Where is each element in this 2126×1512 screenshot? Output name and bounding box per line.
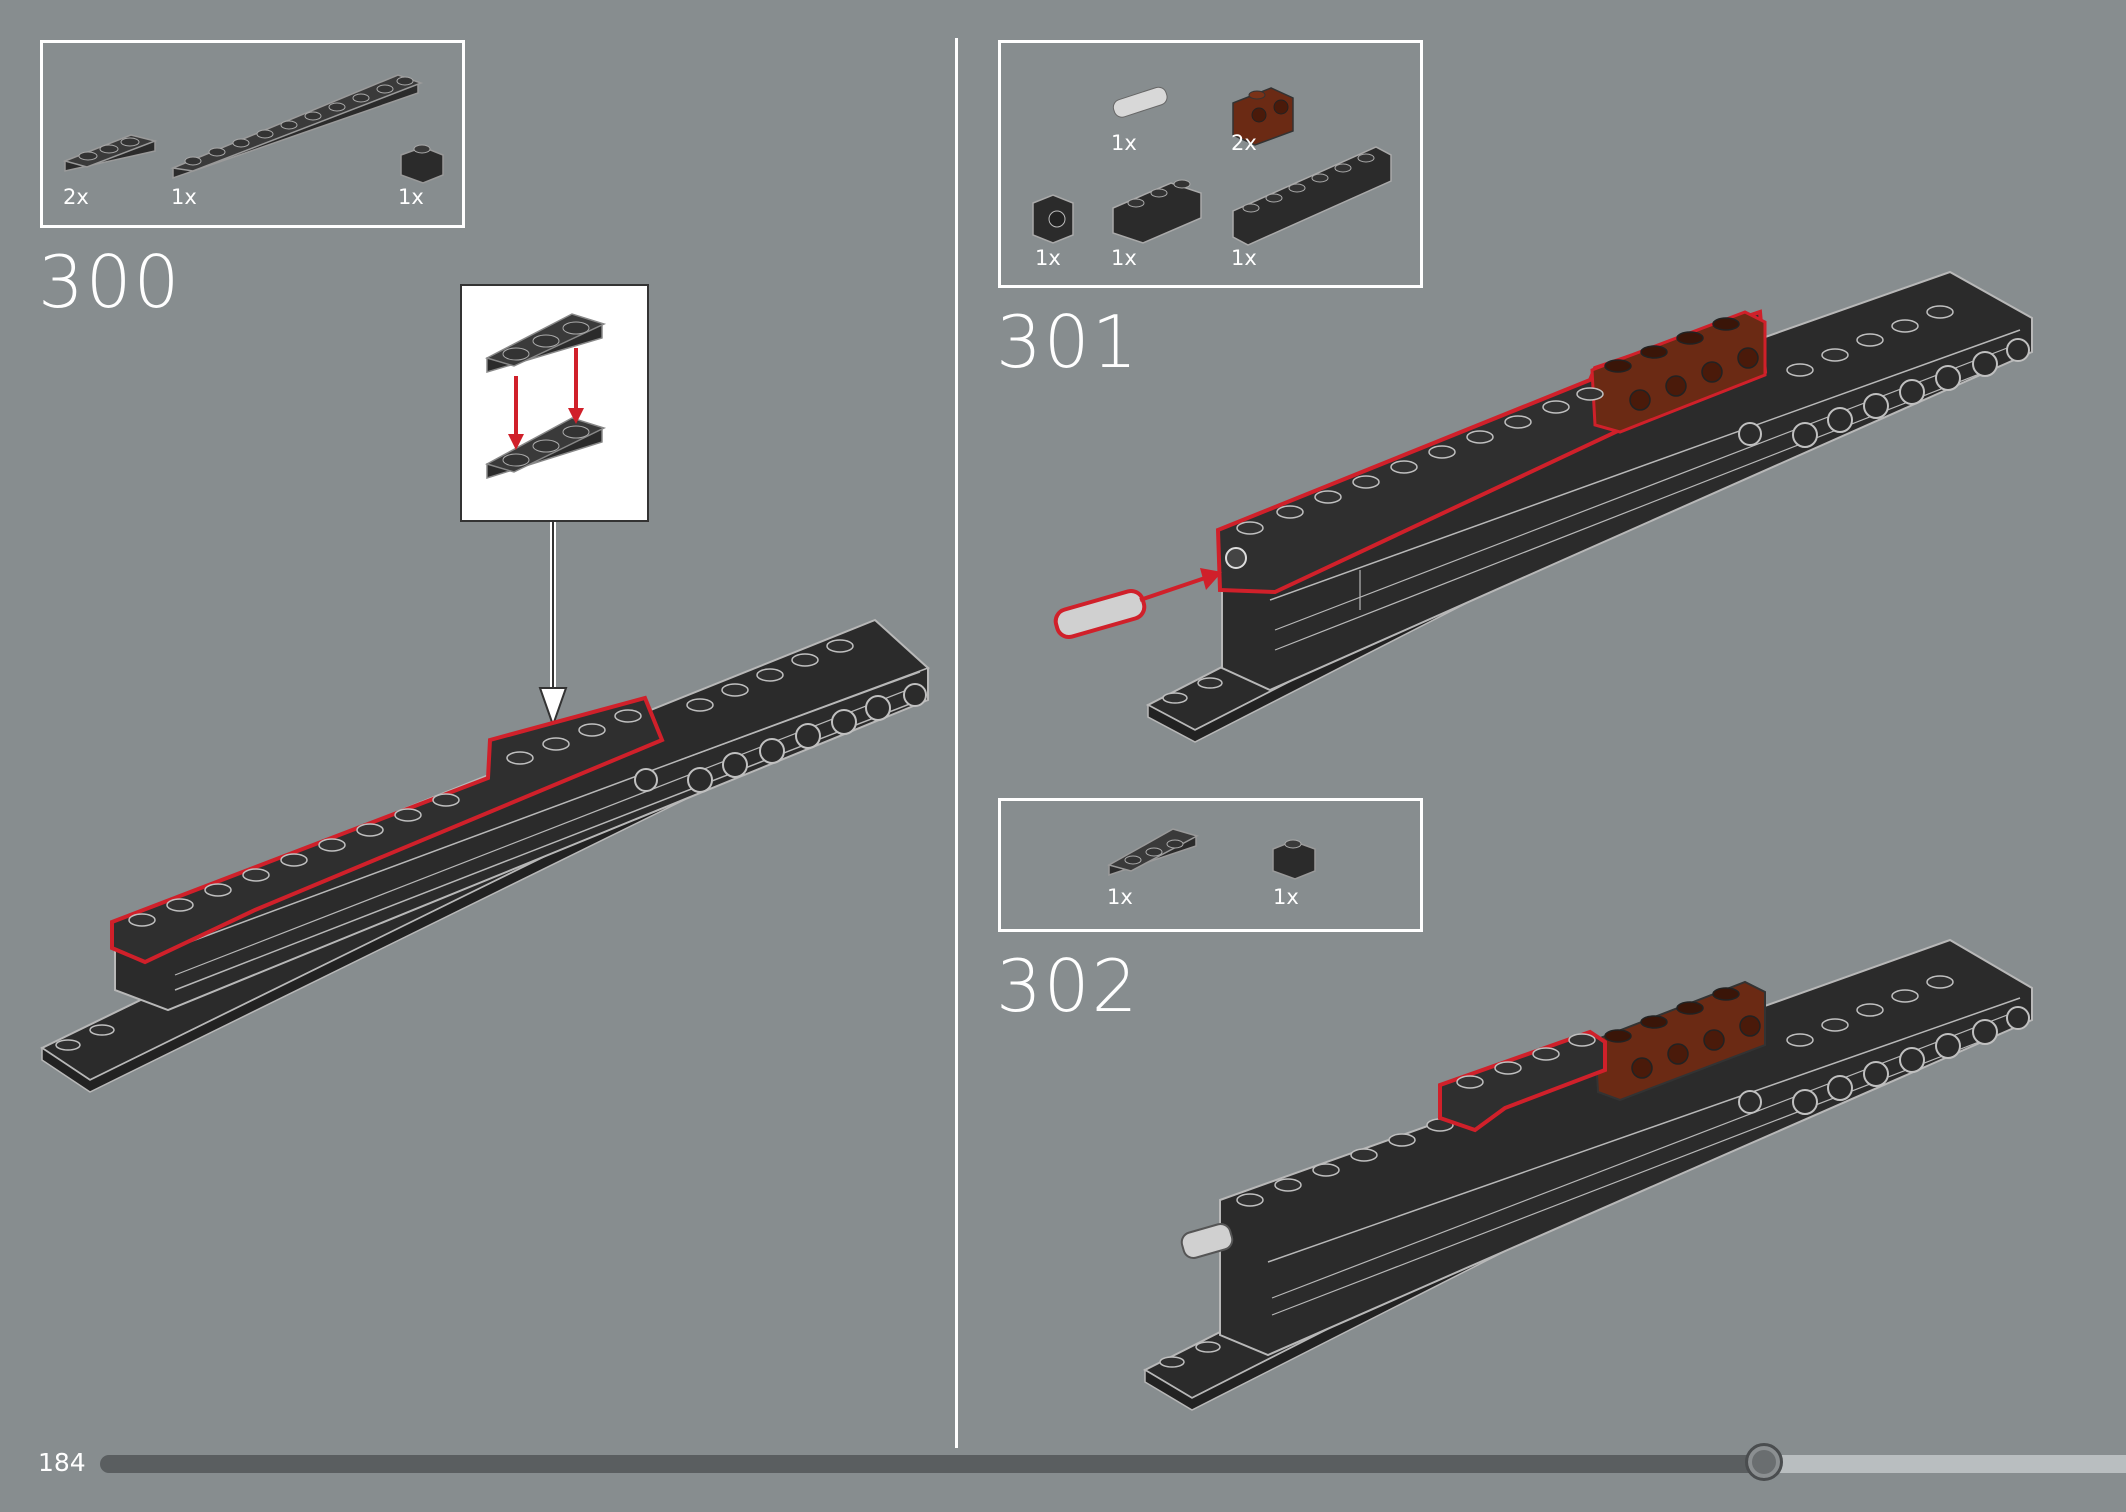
brick-1x3-dark-gray-icon bbox=[1112, 179, 1202, 244]
part-qty-301-2: 2x bbox=[1231, 131, 1257, 155]
step-number-300: 300 bbox=[38, 240, 182, 324]
progress-fill bbox=[100, 1455, 1763, 1473]
sub-assembly-art bbox=[485, 313, 607, 480]
parts-callout-301-art bbox=[1032, 86, 1392, 246]
part-qty-302-2: 1x bbox=[1273, 885, 1299, 909]
page-divider bbox=[955, 38, 958, 1448]
step-300-model bbox=[39, 522, 931, 1093]
plate-1x3-dark-gray-icon bbox=[62, 134, 158, 172]
progress-thumb[interactable] bbox=[1745, 1443, 1783, 1481]
parts-callout-300-art bbox=[62, 74, 444, 184]
parts-callout-302: 1x 1x bbox=[998, 798, 1423, 932]
brick-1x1-hole-dark-gray-icon bbox=[1032, 194, 1074, 244]
brick-1x1-dark-gray-icon bbox=[1272, 839, 1316, 880]
brick-1x2-studs-side-reddish-brown-icon bbox=[1232, 87, 1294, 146]
part-qty-301-3: 1x bbox=[1035, 246, 1061, 270]
page-number: 184 bbox=[38, 1448, 86, 1477]
step-number-302: 302 bbox=[996, 944, 1140, 1028]
brick-1x6-dark-gray-icon bbox=[1232, 146, 1392, 246]
technic-pin-light-gray-icon bbox=[1112, 86, 1168, 118]
step-number-301: 301 bbox=[996, 300, 1140, 384]
parts-callout-300: 2x 1x 1x bbox=[40, 40, 465, 228]
part-qty-301-1: 1x bbox=[1111, 131, 1137, 155]
parts-callout-302-art bbox=[1107, 828, 1316, 880]
part-qty-300-2: 1x bbox=[171, 185, 197, 209]
part-qty-302-1: 1x bbox=[1107, 885, 1133, 909]
parts-callout-301: 1x 2x 1x 1x 1x bbox=[998, 40, 1423, 288]
part-qty-300-3: 1x bbox=[398, 185, 424, 209]
part-qty-301-4: 1x bbox=[1111, 246, 1137, 270]
sub-assembly-callout bbox=[460, 284, 649, 522]
part-qty-300-1: 2x bbox=[63, 185, 89, 209]
progress-remaining bbox=[1763, 1455, 2126, 1473]
brick-1x1-dark-gray-icon bbox=[400, 144, 444, 184]
plate-1x3-dark-gray-icon bbox=[1107, 828, 1199, 877]
page-progress-bar[interactable] bbox=[100, 1443, 2126, 1481]
plate-1x10-dark-gray-icon bbox=[170, 74, 424, 180]
part-qty-301-5: 1x bbox=[1231, 246, 1257, 270]
